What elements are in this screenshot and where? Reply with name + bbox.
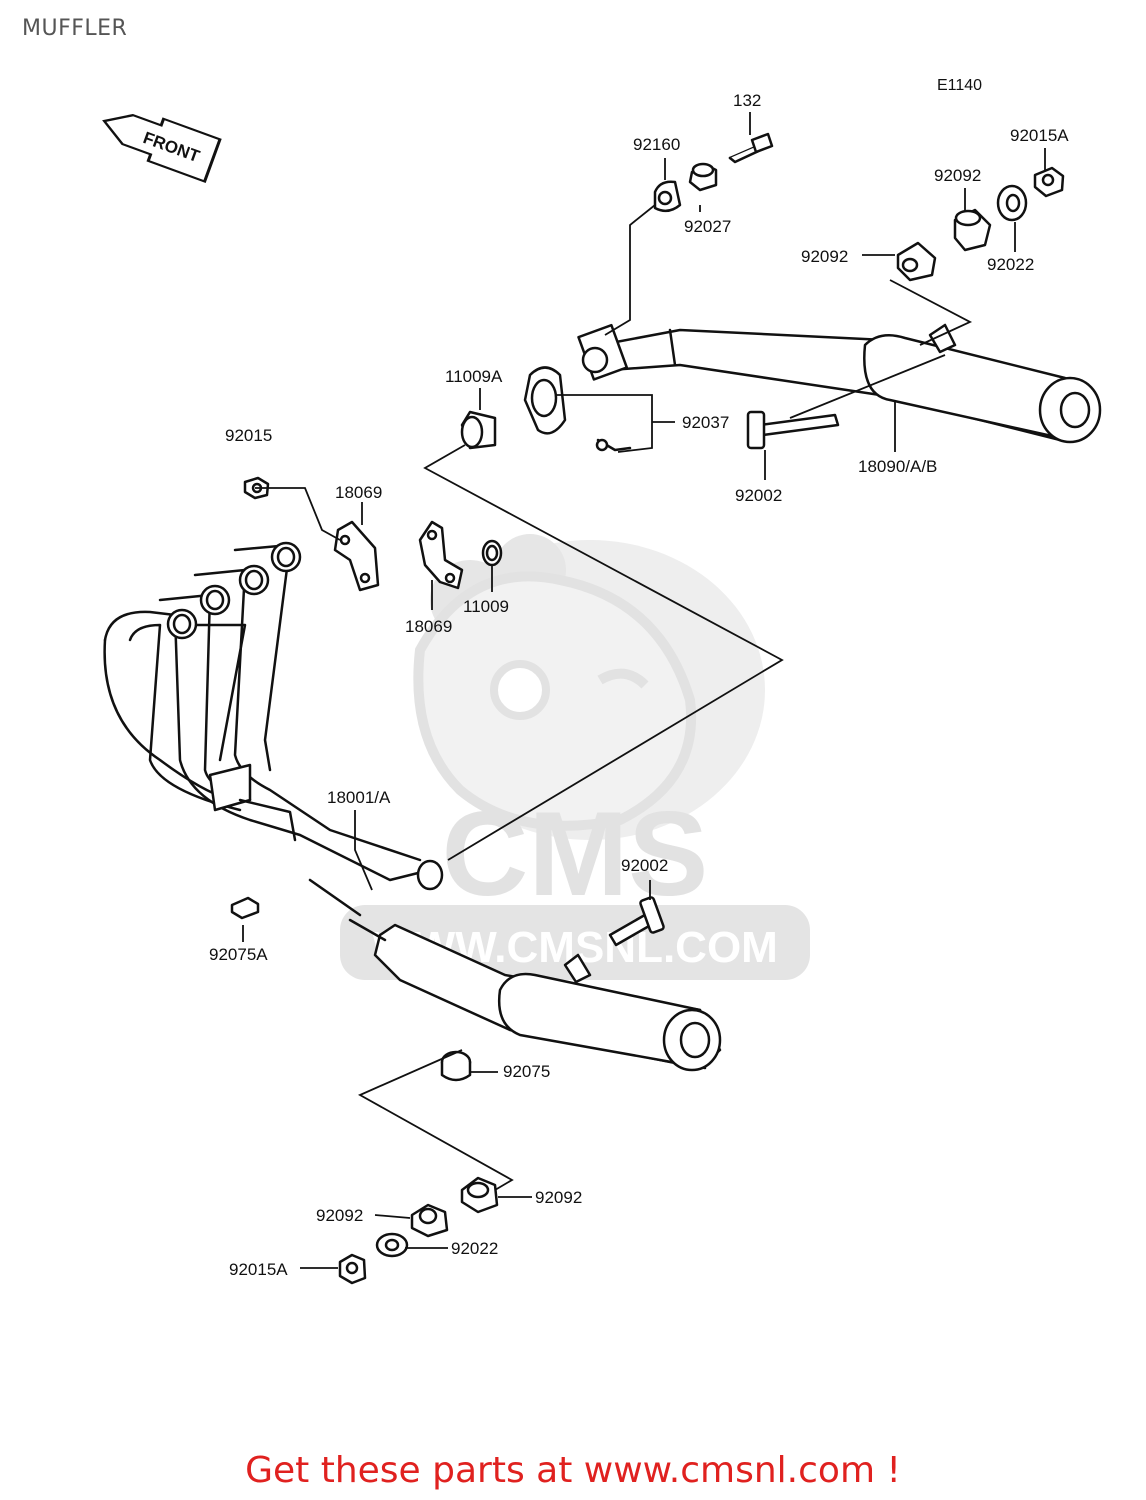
diagram-code: E1140 bbox=[937, 77, 982, 94]
part-label: 92015A bbox=[229, 1260, 288, 1279]
call-to-action-link[interactable]: Get these parts at www.cmsnl.com ! bbox=[245, 1450, 901, 1491]
collar-92027 bbox=[688, 162, 718, 192]
part-label: 92092 bbox=[316, 1206, 363, 1225]
leader-lines bbox=[242, 112, 1046, 1269]
stopper-92075a bbox=[230, 896, 260, 920]
front-arrow: FRONT bbox=[102, 113, 222, 183]
part-label: 92002 bbox=[735, 486, 782, 505]
part-label: 92092 bbox=[801, 247, 848, 266]
part-label: 92015 bbox=[225, 426, 272, 445]
part-label: 11009 bbox=[463, 597, 509, 616]
part-label: 92092 bbox=[535, 1188, 582, 1207]
header-flanges bbox=[166, 541, 444, 891]
nut-92015a-bottom bbox=[338, 1253, 367, 1285]
part-label: 18069 bbox=[335, 483, 382, 502]
bolt-92002-lower bbox=[608, 896, 665, 947]
parts-line-art bbox=[103, 132, 1102, 1285]
damper-92092-bottom-b bbox=[410, 1203, 449, 1238]
gasket-11009a bbox=[460, 410, 497, 450]
watermark-brand: CMS bbox=[442, 787, 709, 921]
part-label: 11009A bbox=[445, 367, 503, 386]
part-labels: 132 92160 92027 92015A 92092 92092 92022… bbox=[209, 91, 1069, 1279]
bolt-132 bbox=[728, 132, 774, 164]
part-label: 92075 bbox=[503, 1062, 550, 1081]
nut-92015a-top bbox=[1033, 166, 1065, 198]
part-label: 18069 bbox=[405, 617, 452, 636]
bolt-92002-upper bbox=[746, 410, 840, 450]
part-label: 92022 bbox=[451, 1239, 498, 1258]
damper-92075 bbox=[440, 1050, 472, 1082]
damper-92092-bottom-a bbox=[460, 1176, 499, 1214]
part-label: 92160 bbox=[633, 135, 680, 154]
lower-muffler bbox=[308, 878, 722, 1072]
part-label: 92027 bbox=[684, 217, 731, 236]
part-label: 132 bbox=[733, 91, 761, 110]
washer-92022-top bbox=[996, 184, 1028, 222]
part-label: 92022 bbox=[987, 255, 1034, 274]
part-label: 92092 bbox=[934, 166, 981, 185]
damper-92092-top-a bbox=[953, 208, 992, 252]
holder-18069-b bbox=[418, 520, 464, 590]
part-label: 92002 bbox=[621, 856, 668, 875]
upper-muffler bbox=[577, 323, 1102, 444]
part-label: 92037 bbox=[682, 413, 729, 432]
clamp-92037 bbox=[523, 366, 632, 452]
damper-92160 bbox=[653, 180, 682, 213]
gasket-11009 bbox=[481, 539, 503, 567]
washer-92022-bottom bbox=[375, 1232, 409, 1258]
part-label: 18001/A bbox=[327, 788, 391, 807]
damper-92092-top-b bbox=[896, 241, 937, 282]
holder-18069-a bbox=[333, 520, 380, 592]
part-label: 92075A bbox=[209, 945, 268, 964]
watermark: CMS WWW.CMSNL.COM bbox=[340, 534, 810, 980]
part-label: 18090/A/B bbox=[858, 457, 937, 476]
part-label: 92015A bbox=[1010, 126, 1069, 145]
exhaust-headers bbox=[103, 543, 432, 882]
page-title: MUFFLER bbox=[22, 16, 128, 41]
